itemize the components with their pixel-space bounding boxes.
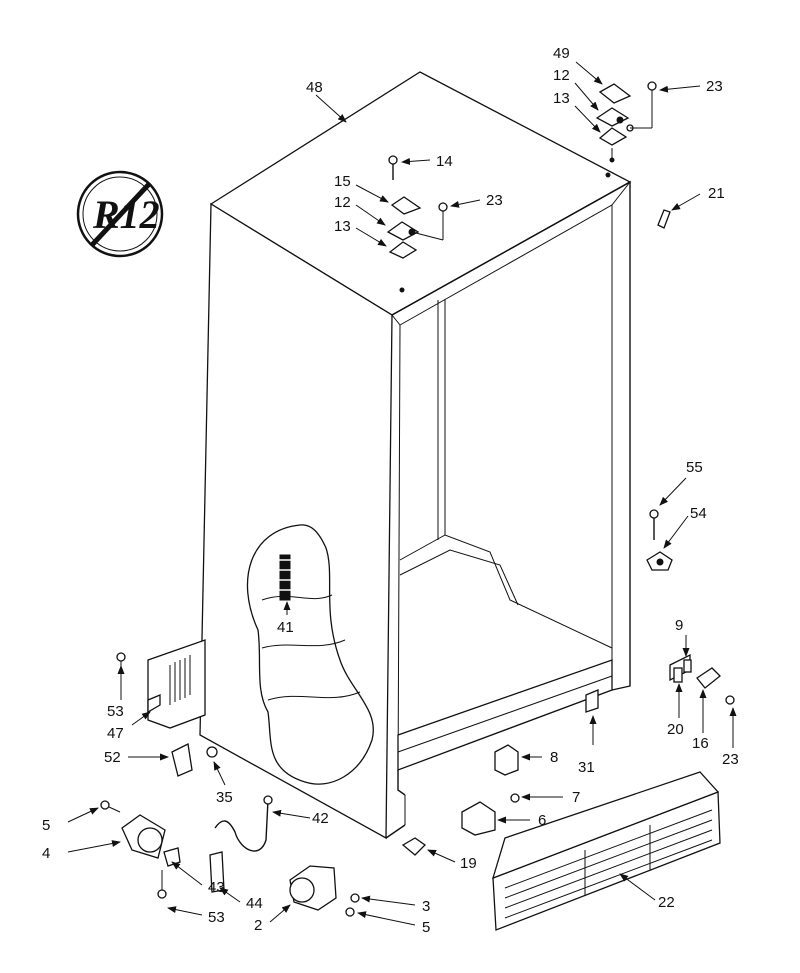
tube-fitting [263, 795, 273, 805]
callout-22: 22 [658, 894, 675, 911]
callout-7: 7 [572, 789, 580, 806]
callout-labels: 48 49 12 13 23 14 15 12 13 23 21 55 54 4… [42, 45, 739, 936]
callout-53-top: 53 [107, 703, 124, 720]
callout-16: 16 [692, 735, 709, 752]
toe-grille-22 [491, 771, 721, 931]
callout-13-right: 13 [553, 90, 570, 107]
callout-31: 31 [578, 759, 595, 776]
callout-23-center: 23 [486, 192, 503, 209]
callout-13-center: 13 [334, 218, 351, 235]
callout-55: 55 [686, 459, 703, 476]
callout-47: 47 [107, 725, 124, 742]
callout-53-bottom: 53 [208, 909, 225, 926]
callout-12-center: 12 [334, 194, 351, 211]
callout-19: 19 [460, 855, 477, 872]
callout-14: 14 [436, 153, 453, 170]
callout-9: 9 [675, 617, 683, 634]
callout-5-left: 5 [42, 817, 50, 834]
callout-6: 6 [538, 812, 546, 829]
badge-text: R12 [92, 192, 160, 237]
no-r12-badge-icon: R12 [76, 170, 164, 258]
callout-5-bottom: 5 [422, 919, 430, 936]
defrost-spring-41 [278, 554, 292, 601]
callout-43: 43 [208, 879, 225, 896]
left-mounting-bracket-47 [116, 639, 206, 729]
cabinet-body [199, 71, 632, 840]
callout-44: 44 [246, 895, 263, 912]
callout-15: 15 [334, 173, 351, 190]
callout-49: 49 [553, 45, 570, 62]
callout-8: 8 [550, 749, 558, 766]
callout-21: 21 [708, 185, 725, 202]
callout-3: 3 [422, 898, 430, 915]
callout-52: 52 [104, 749, 121, 766]
part-52-35 [171, 743, 218, 777]
leader-lines [67, 61, 737, 926]
callout-48: 48 [306, 79, 323, 96]
center-hinge-assembly [386, 155, 448, 293]
right-hinge-assembly [595, 81, 657, 178]
callout-23-top: 23 [706, 78, 723, 95]
lower-right-hinge [646, 509, 673, 571]
leveler-assembly [289, 865, 360, 917]
callout-4: 4 [42, 845, 50, 862]
callout-54: 54 [690, 505, 707, 522]
right-bracket-parts [669, 653, 735, 705]
drain-tube-42 [214, 799, 269, 852]
part-21-clip [657, 209, 671, 229]
callout-42: 42 [312, 810, 329, 827]
bottom-small-parts [401, 689, 599, 856]
callout-2: 2 [254, 917, 262, 934]
callout-35: 35 [216, 789, 233, 806]
drain-pump-assembly [100, 800, 225, 899]
callout-23-right: 23 [722, 751, 739, 768]
callout-12-right: 12 [553, 67, 570, 84]
callout-20: 20 [667, 721, 684, 738]
callout-41: 41 [277, 619, 294, 636]
